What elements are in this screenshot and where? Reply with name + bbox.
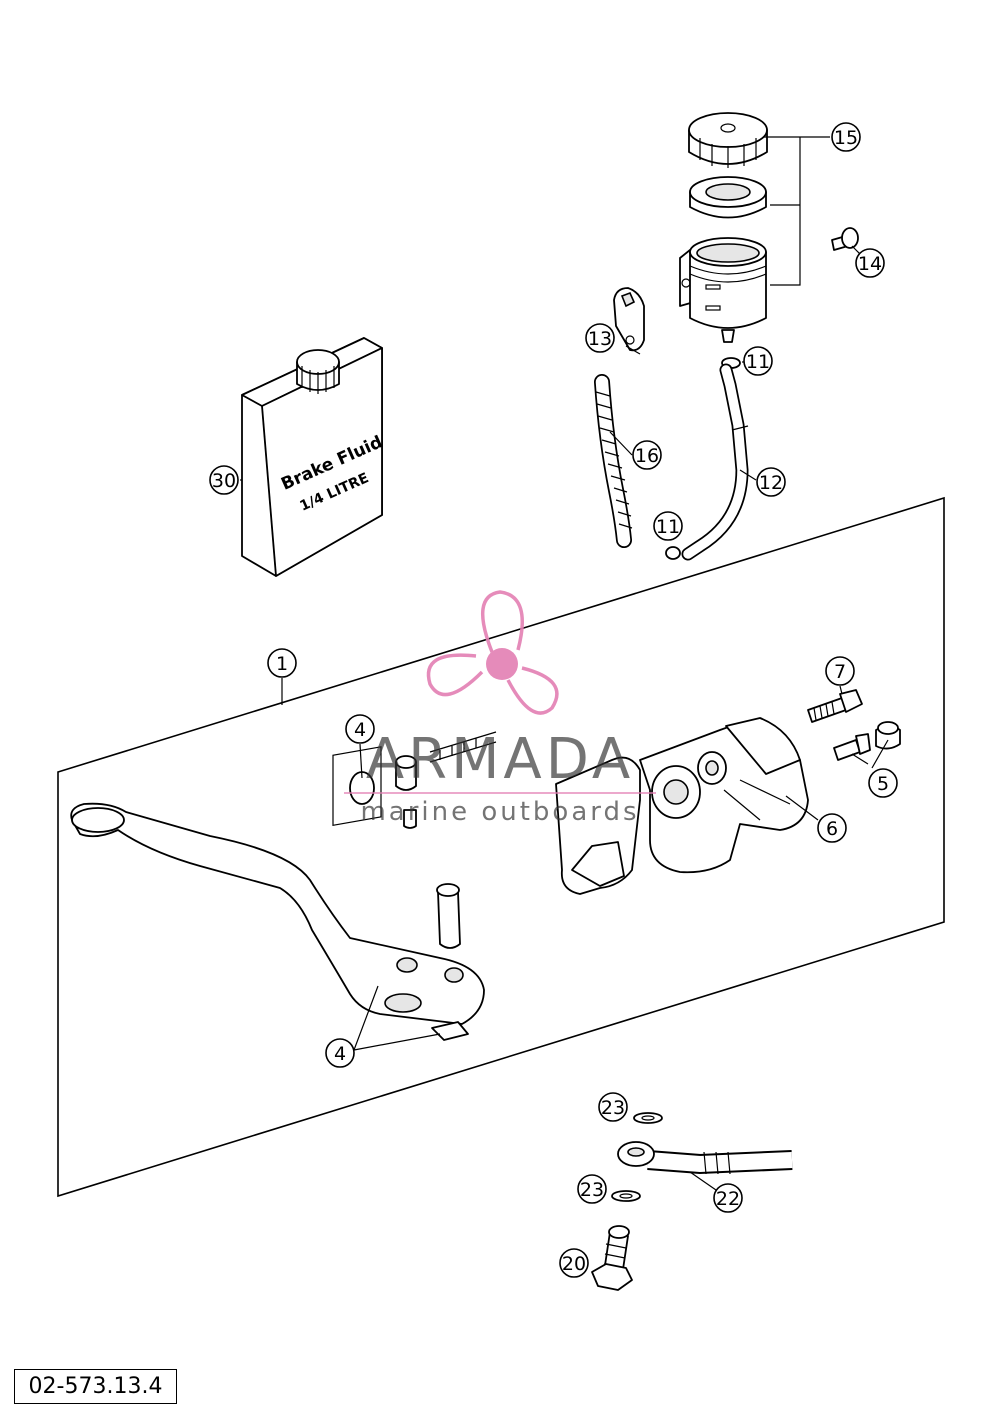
mounting-plate-13 <box>613 287 645 352</box>
brake-fluid-bottle: Brake Fluid 1/4 LITRE <box>241 337 386 577</box>
callout-13: 13 <box>585 323 615 353</box>
svg-text:20: 20 <box>562 1253 586 1275</box>
callout-6: 6 <box>817 813 847 843</box>
callout-23-upper: 23 <box>598 1092 628 1122</box>
callout-11-lower: 11 <box>653 511 683 541</box>
assembly-frame <box>57 496 945 1198</box>
svg-text:30: 30 <box>212 470 236 492</box>
svg-text:12: 12 <box>759 472 783 494</box>
reservoir-cap <box>688 112 768 168</box>
svg-text:15: 15 <box>834 127 858 149</box>
svg-text:23: 23 <box>601 1097 625 1119</box>
svg-text:7: 7 <box>834 661 846 683</box>
screw-14 <box>831 227 863 257</box>
callout-30: 30 <box>209 465 239 495</box>
callout-1: 1 <box>267 648 297 678</box>
svg-text:4: 4 <box>354 719 366 741</box>
callout-5: 5 <box>868 768 898 798</box>
callout-4-lower: 4 <box>325 1038 355 1068</box>
svg-text:1: 1 <box>276 653 288 675</box>
bolt-7 <box>807 689 863 723</box>
callout-15-bracket <box>764 136 830 286</box>
callout-12: 12 <box>756 467 786 497</box>
propeller-logo <box>426 590 559 715</box>
callout-14: 14 <box>855 248 885 278</box>
retaining-clip <box>431 1021 469 1041</box>
svg-text:11: 11 <box>746 351 770 373</box>
callout-22: 22 <box>713 1183 743 1213</box>
svg-text:11: 11 <box>656 516 680 538</box>
banjo-bolt-20 <box>591 1225 633 1291</box>
reservoir-body <box>679 237 767 343</box>
spiral-guard-16 <box>594 374 633 548</box>
callout-7: 7 <box>825 656 855 686</box>
svg-text:5: 5 <box>877 773 889 795</box>
leader-lines <box>281 345 889 1191</box>
brake-hose-22 <box>617 1141 793 1175</box>
svg-text:13: 13 <box>588 328 612 350</box>
lever-adjuster <box>332 731 497 829</box>
copper-washer-upper <box>633 1112 663 1124</box>
drawing-number: 02-573.13.4 <box>28 1374 163 1399</box>
callout-15: 15 <box>831 122 861 152</box>
svg-text:22: 22 <box>716 1188 740 1210</box>
svg-text:23: 23 <box>580 1179 604 1201</box>
svg-text:16: 16 <box>635 445 659 467</box>
reservoir-diaphragm <box>689 176 767 219</box>
svg-text:14: 14 <box>858 253 882 275</box>
watermark-brand: ARMADA <box>366 727 634 792</box>
svg-text:6: 6 <box>826 818 838 840</box>
drawing-number-box: 02-573.13.4 <box>14 1369 177 1404</box>
master-cylinder <box>555 717 809 895</box>
watermark-tagline: marine outboards <box>360 797 639 827</box>
watermark: ARMADA marine outboards <box>344 590 656 827</box>
brake-lever <box>70 802 485 1025</box>
callout-4-upper: 4 <box>345 714 375 744</box>
bleeder-valve-5 <box>833 721 901 761</box>
callout-20: 20 <box>559 1248 589 1278</box>
copper-washer-lower <box>611 1190 641 1202</box>
callout-23-lower: 23 <box>577 1174 607 1204</box>
hose-clamp-lower <box>665 546 681 560</box>
pivot-pin <box>436 883 461 949</box>
callout-11-upper: 11 <box>743 346 773 376</box>
callout-16: 16 <box>632 440 662 470</box>
svg-text:4: 4 <box>334 1043 346 1065</box>
